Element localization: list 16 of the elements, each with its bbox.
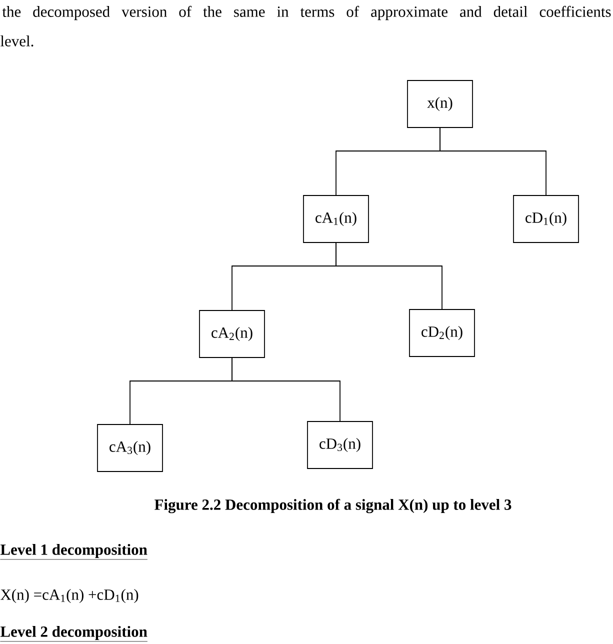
paragraph-text: level. bbox=[0, 36, 34, 46]
coefficient-box: cA$_{3}$(n) bbox=[97, 424, 163, 472]
coefficient-box: x(n) bbox=[407, 80, 473, 128]
coefficient-box: cD$_{3}$(n) bbox=[307, 421, 373, 469]
paragraph-text: the decomposed version of the same in terms of approximate and detail coefficients bbox=[2, 6, 611, 20]
equation-text: X(n) =cA$_{1}$(n) +cD$_{1}$(n) bbox=[0, 588, 138, 604]
coefficient-box: cD$_{2}$(n) bbox=[409, 309, 475, 357]
tree-connector bbox=[336, 242, 442, 310]
coefficient-box: cD$_{1}$(n) bbox=[513, 195, 579, 243]
figure-caption: Figure 2.2 Decomposition of a signal X(n) up to level 3 bbox=[154, 498, 512, 514]
tree-connector bbox=[440, 128, 546, 196]
tree-connector bbox=[232, 358, 340, 422]
coefficient-box: cA$_{2}$(n) bbox=[199, 310, 265, 358]
section-heading: Level 2 decomposition bbox=[0, 626, 148, 642]
coefficient-box: cA$_{1}$(n) bbox=[303, 195, 369, 243]
section-heading: Level 1 decomposition bbox=[0, 544, 148, 560]
